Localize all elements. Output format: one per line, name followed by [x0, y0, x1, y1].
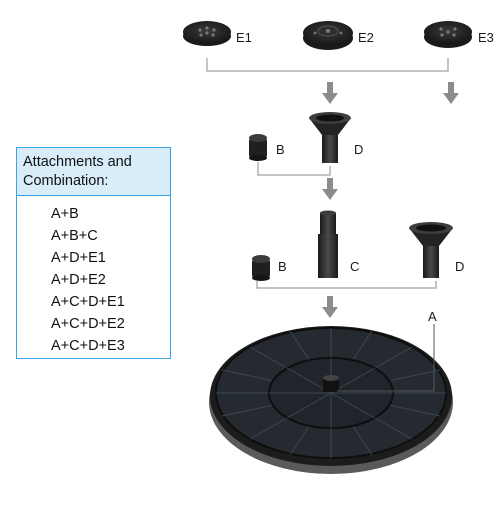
part-b-cap-icon	[252, 255, 270, 281]
combination-item: A+C+D+E3	[51, 338, 125, 354]
combinations-title-line2: Combination:	[23, 173, 109, 189]
label-d-top: D	[354, 142, 364, 157]
label-a: A	[428, 309, 437, 324]
nozzle-e1-icon	[183, 21, 231, 46]
part-b-cap-icon	[249, 134, 267, 161]
combinations-header: Attachments and Combination:	[17, 148, 170, 196]
combination-item: A+C+D+E1	[51, 294, 125, 310]
arrow-down-icon	[322, 82, 338, 104]
label-d-mid: D	[455, 259, 465, 274]
label-b-top: B	[276, 142, 285, 157]
a-leader-line	[337, 324, 435, 392]
label-e1: E1	[236, 30, 252, 45]
arrow-down-icon	[443, 82, 459, 104]
combination-item: A+B	[51, 206, 79, 222]
combinations-list: A+B A+B+C A+D+E1 A+D+E2 A+C+D+E1 A+C+D+E…	[17, 196, 170, 357]
combination-item: A+D+E1	[51, 250, 106, 266]
combination-item: A+C+D+E2	[51, 316, 125, 332]
arrow-down-icon	[322, 178, 338, 200]
combination-item: A+D+E2	[51, 272, 106, 288]
top-bracket-line	[206, 58, 449, 72]
part-d-funnel-icon	[309, 112, 351, 163]
nozzle-e2-icon	[303, 21, 353, 50]
part-c-tube-icon	[318, 210, 338, 278]
label-e3: E3	[478, 30, 494, 45]
solar-fountain-disc	[209, 326, 453, 474]
combination-item: A+B+C	[51, 228, 98, 244]
combinations-box: Attachments and Combination: A+B A+B+C A…	[16, 147, 171, 359]
label-e2: E2	[358, 30, 374, 45]
mid-bracket-line	[257, 162, 331, 176]
label-c-mid: C	[350, 259, 360, 274]
lower-bracket-line	[256, 281, 437, 289]
combinations-title-line1: Attachments and	[23, 154, 132, 170]
nozzle-e3-icon	[424, 21, 472, 48]
part-d-funnel-icon	[409, 222, 453, 278]
arrow-down-icon	[322, 296, 338, 318]
label-b-mid: B	[278, 259, 287, 274]
